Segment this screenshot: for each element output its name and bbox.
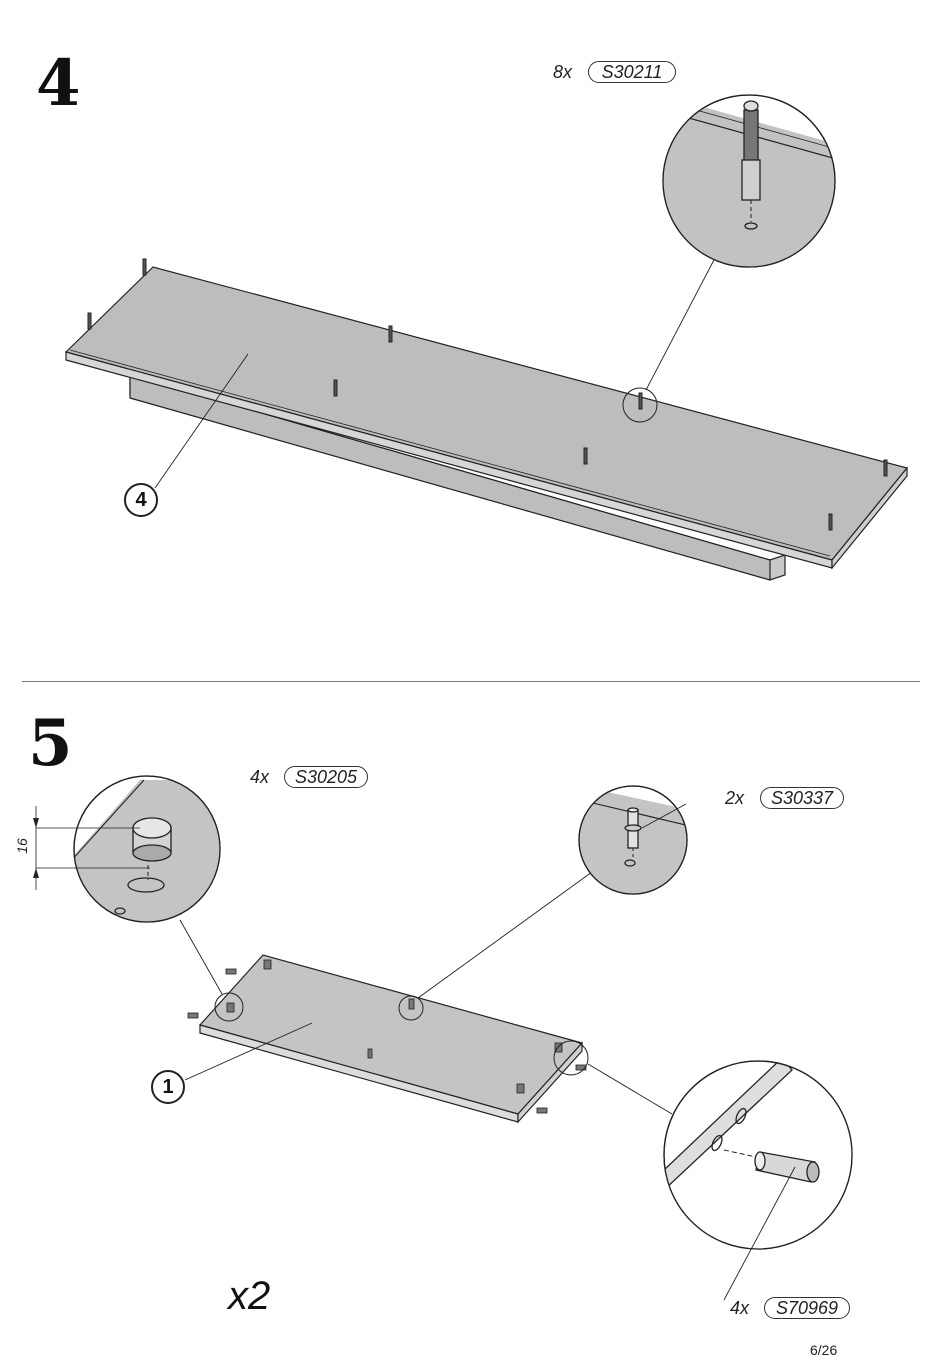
- step5-cam-part-code: S30205: [284, 766, 368, 788]
- step4-quantity-label: 8x: [553, 62, 572, 83]
- page-number: 6/26: [810, 1342, 837, 1358]
- step-4-number: 4: [36, 52, 81, 116]
- step5-dowel-magnifier: [664, 1058, 860, 1300]
- step-5-number: 5: [28, 712, 73, 776]
- panel-callout-4: 4: [124, 483, 158, 517]
- step5-cam-magnifier: [33, 776, 230, 930]
- step5-panel-drawing: [180, 872, 672, 1122]
- step5-bolt-quantity-label: 2x: [725, 788, 744, 809]
- panel-callout-1: 1: [151, 1070, 185, 1104]
- step4-panel-drawing: [66, 256, 907, 580]
- quantity-multiplier: x2: [228, 1274, 270, 1319]
- step4-part-code: S30211: [588, 61, 676, 83]
- step5-bolt-part-code: S30337: [760, 787, 844, 809]
- step-divider: [22, 681, 920, 682]
- step5-dowel-quantity-label: 4x: [730, 1298, 749, 1319]
- dimension-16-label: 16: [14, 838, 30, 854]
- step5-bolt-magnifier: [579, 786, 690, 900]
- step4-detail-magnifier: [660, 95, 840, 280]
- step5-dowel-part-code: S70969: [764, 1297, 850, 1319]
- step5-cam-quantity-label: 4x: [250, 767, 269, 788]
